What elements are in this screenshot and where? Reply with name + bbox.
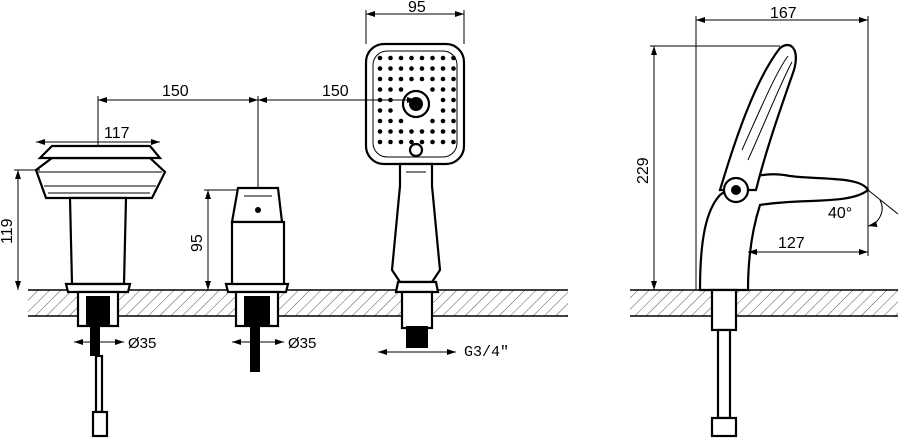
spray-hole [398, 139, 404, 145]
spray-hole [430, 87, 435, 92]
dim-base-height: 119 [0, 218, 16, 244]
spray-hole [440, 87, 446, 92]
dim-spout-reach: 127 [778, 235, 805, 252]
spray-hole [409, 76, 414, 82]
spray-hole [430, 76, 435, 82]
spray-hole [388, 108, 393, 113]
dim-angle: 40° [828, 205, 852, 222]
spray-hole [430, 118, 435, 124]
spray-hole [419, 66, 425, 71]
dim-base-width: 117 [104, 125, 130, 142]
spray-hole [440, 66, 446, 71]
spray-hole [440, 118, 446, 124]
spray-hole [398, 55, 404, 61]
dim-hole-dia-2: Ø35 [288, 335, 316, 352]
spray-hole [377, 76, 383, 82]
middle-valve [224, 186, 290, 372]
spray-hole [419, 129, 425, 134]
spray-hole [430, 55, 435, 61]
spray-hole [398, 118, 404, 124]
spray-hole [430, 66, 435, 71]
spray-hole [388, 76, 393, 82]
spray-hole [419, 55, 425, 61]
spray-hole [388, 139, 393, 145]
spray-hole [451, 66, 456, 71]
spray-hole [377, 66, 383, 71]
spray-hole [398, 129, 404, 134]
spray-hole [388, 55, 393, 61]
dim-side-length: 167 [770, 5, 797, 22]
spray-hole [388, 118, 393, 124]
spray-hole [430, 139, 435, 145]
spray-hole [377, 55, 383, 61]
spray-hole [440, 76, 446, 82]
spray-hole [451, 87, 456, 92]
spray-hole [451, 108, 456, 113]
spray-hole [440, 129, 446, 134]
spray-hole [451, 118, 456, 124]
spray-hole [377, 139, 383, 145]
spray-hole [419, 139, 425, 145]
spray-hole [409, 129, 414, 134]
spray-hole [398, 87, 404, 92]
spray-hole [409, 66, 414, 71]
spray-hole [388, 129, 393, 134]
spray-hole [440, 55, 446, 61]
spray-hole [377, 118, 383, 124]
spray-hole [388, 87, 393, 92]
spray-hole [451, 139, 456, 145]
dim-valve-height: 95 [189, 234, 206, 252]
spray-hole [409, 55, 414, 61]
dim-total-height: 229 [635, 157, 652, 184]
spray-hole [440, 108, 446, 113]
spray-hole [451, 76, 456, 82]
side-view [698, 43, 870, 438]
left-valve [34, 144, 167, 438]
spray-hole [377, 129, 383, 134]
dim-spacing-left: 150 [162, 83, 189, 100]
spray-hole [377, 87, 383, 92]
deck-right [630, 289, 898, 317]
spray-hole [451, 55, 456, 61]
spray-hole [398, 66, 404, 71]
spray-hole [377, 108, 383, 113]
dimension-lines [14, 10, 899, 355]
spray-hole [409, 139, 414, 145]
dim-spray-width: 95 [408, 0, 426, 16]
spray-hole [440, 139, 446, 145]
dim-spacing-right: 150 [322, 83, 349, 100]
spray-hole [451, 129, 456, 134]
dim-thread: G3/4" [464, 344, 509, 361]
dim-hole-dia-1: Ø35 [128, 335, 156, 352]
spray-hole [388, 66, 393, 71]
spray-hole [398, 76, 404, 82]
spray-hole [440, 97, 446, 103]
spray-hole [419, 76, 425, 82]
spray-hole [451, 97, 456, 103]
spray-hole [430, 129, 435, 134]
